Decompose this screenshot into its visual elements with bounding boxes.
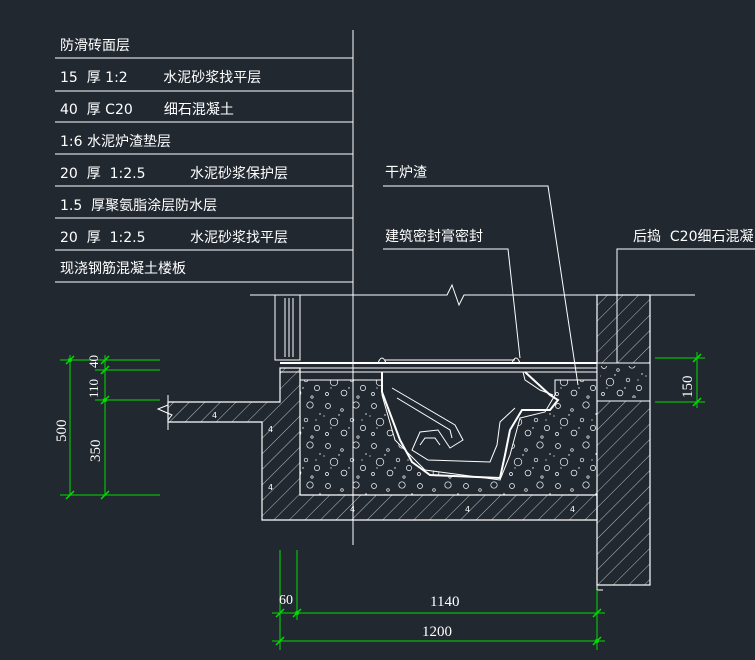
layer-label-8: 现浇钢筋混凝土楼板 [60,260,186,277]
bottom-dimensions: 60 1140 1200 [272,550,605,650]
right-wall [596,294,651,591]
dim-bottom-total: 1200 [422,624,452,640]
callout-backfill: 后捣 C20细石混凝 [633,228,754,245]
door-frame [274,294,301,361]
right-dimension: 150 [655,352,705,408]
layer-label-1: 防滑砖面层 [60,37,130,54]
layer-label-3: 40 厚 C20 细石混凝土 [60,102,234,118]
callouts: 干炉渣 建筑密封膏密封 后捣 C20细石混凝 [383,165,755,386]
callout-sealant: 建筑密封膏密封 [385,228,483,245]
finish-layers [280,359,597,381]
slab-break-left [156,395,173,430]
dim-right: 150 [680,376,696,399]
left-dimensions: 500 40 110 350 [54,355,160,500]
floor-break-line [250,283,597,307]
sealant-marks [377,357,521,364]
layer-label-5: 20 厚 1:2.5 水泥砂浆保护层 [60,166,288,182]
layer-label-2: 15 厚 1:2 水泥砂浆找平层 [60,70,261,86]
dim-bottom-inner: 1140 [430,594,459,610]
svg-text:4: 4 [350,505,355,514]
callout-slag: 干炉渣 [385,165,427,181]
layer-table: 防滑砖面层 15 厚 1:2 水泥砂浆找平层 40 厚 C20 细石混凝土 1:… [55,30,354,545]
layer-label-7: 20 厚 1:2.5 水泥砂浆找平层 [60,230,288,246]
dim-left-total: 500 [54,420,70,443]
dim-bottom-small: 60 [279,593,293,608]
svg-text:4: 4 [570,505,575,514]
svg-text:4: 4 [268,483,273,492]
svg-text:4: 4 [465,505,470,514]
svg-text:4: 4 [268,425,273,434]
svg-text:4: 4 [212,411,217,420]
concrete-fill [299,379,598,496]
dim-left-bottom: 350 [88,440,104,463]
dim-left-top: 40 [86,355,101,368]
fixture-trap [381,371,560,480]
layer-label-6: 1.5 厚聚氨脂涂层防水层 [60,198,217,214]
dim-left-mid: 110 [86,379,101,398]
layer-label-4: 1:6 水泥炉渣垫层 [60,134,171,150]
